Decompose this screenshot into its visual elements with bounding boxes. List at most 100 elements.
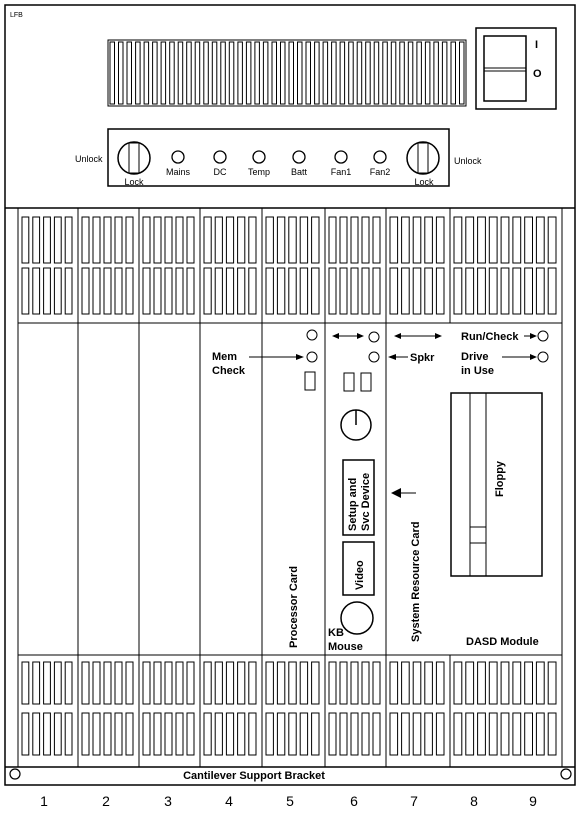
card-vent-slot (339, 267, 348, 315)
card-vent-slot (248, 712, 257, 756)
vent-slat (228, 41, 235, 105)
card-vent-slot (92, 661, 101, 705)
vent-slat (356, 41, 363, 105)
card-vent-slot (465, 712, 475, 756)
vent-slat (433, 41, 439, 105)
card-vent-slot (500, 661, 510, 705)
chassis-outline (4, 4, 576, 786)
card-vent-slot (164, 661, 173, 705)
control-panel-frame (107, 128, 450, 187)
card-vent-slot (125, 267, 134, 315)
card-vent-slot (412, 216, 422, 264)
kb-label-2: Mouse (328, 641, 363, 653)
card-vent-slot (237, 216, 246, 264)
card-vent-slot (175, 712, 184, 756)
run-check-label: Run/Check (461, 331, 519, 343)
card-vent-slot (248, 216, 257, 264)
card-vent-slot (288, 267, 297, 315)
drive-label-1: Drive (461, 351, 489, 363)
card-vent-slot (453, 267, 463, 315)
keylock-left[interactable] (117, 141, 151, 175)
indicator-dc-led (213, 150, 227, 164)
setup-label-1: Setup and (347, 478, 359, 531)
card-vent-slot (372, 216, 381, 264)
vent-slat (177, 41, 184, 105)
card-vent-slot (276, 712, 286, 756)
card-vent-slot (299, 661, 309, 705)
card-vent-slot (265, 267, 274, 315)
card-vent-slot (225, 267, 235, 315)
processor-card-label: Processor Card (288, 566, 300, 648)
card-vent-slot (412, 267, 422, 315)
indicator-dc-label: DC (214, 167, 227, 177)
vent-slat (373, 41, 380, 105)
card-vent-slot (547, 216, 557, 264)
corner-mark: LFB (10, 12, 23, 19)
card-vent-slot (350, 712, 359, 756)
vent-slat (365, 41, 371, 105)
vent-slat (305, 41, 311, 105)
card-vent-slot (153, 712, 162, 756)
card-vent-slot (164, 267, 173, 315)
dial-knob[interactable] (340, 409, 372, 441)
floppy-label: Floppy (494, 460, 506, 497)
card-vent-slot (32, 712, 41, 756)
video-label: Video (354, 560, 366, 590)
card-vent-slot (547, 267, 557, 315)
card-vent-slot (535, 661, 545, 705)
card-vent-slot (435, 712, 445, 756)
vent-slat (339, 41, 346, 105)
card-vent-slot (21, 267, 30, 315)
card-vent-slot (142, 661, 151, 705)
slot-number-6: 6 (350, 793, 358, 809)
card-vent-slot (81, 267, 90, 315)
card-vent-slot (142, 216, 151, 264)
card-vent-slot (153, 267, 162, 315)
card-vent-slot (453, 216, 463, 264)
bracket-screw-left (9, 768, 21, 780)
card-vent-slot (401, 712, 410, 756)
card-vent-slot (203, 661, 212, 705)
card-vent-slot (453, 661, 463, 705)
slot-number-3: 3 (164, 793, 172, 809)
switch-on-label: I (535, 39, 538, 51)
card-vent-slot (512, 267, 522, 315)
vent-slat (297, 41, 303, 105)
power-switch[interactable]: I O (475, 27, 557, 110)
indicator-fan1-led (334, 150, 348, 164)
slot-number-9: 9 (529, 793, 537, 809)
card-vent-slot (500, 216, 510, 264)
card-vent-slot (512, 661, 522, 705)
card-vent-slot (114, 216, 123, 264)
card-vent-slot (424, 661, 433, 705)
card-vent-slot (361, 216, 370, 264)
indicator-temp-led (252, 150, 266, 164)
card-vent-slot (276, 661, 286, 705)
power-switch-housing (475, 27, 557, 110)
video-port[interactable] (342, 541, 375, 596)
card-vent-slot (103, 712, 112, 756)
vent-slat (186, 41, 192, 105)
vent-slat (348, 41, 354, 105)
vent-slat (211, 41, 218, 105)
card-vent-slot (299, 216, 309, 264)
kb-mouse-port[interactable] (340, 601, 374, 635)
vent-slat (152, 41, 158, 105)
mem-check-led (306, 351, 318, 363)
card-vent-slot (81, 216, 90, 264)
card-vent-slot (524, 267, 534, 315)
keylock-right[interactable] (406, 141, 440, 175)
card-vent-slot (328, 216, 337, 264)
processor-connector (304, 371, 316, 391)
floppy-drive[interactable] (450, 392, 543, 577)
setup-svc-device[interactable] (342, 459, 375, 536)
card-vent-slot (248, 661, 257, 705)
card-vent-slot (114, 661, 123, 705)
card-vent-slot (465, 216, 475, 264)
card-vent-slot (488, 216, 498, 264)
card-vent-slot (43, 267, 51, 315)
card-grilles (21, 216, 557, 756)
card-vent-slot (125, 661, 134, 705)
card-vent-slot (276, 216, 286, 264)
slot-number-1: 1 (40, 793, 48, 809)
